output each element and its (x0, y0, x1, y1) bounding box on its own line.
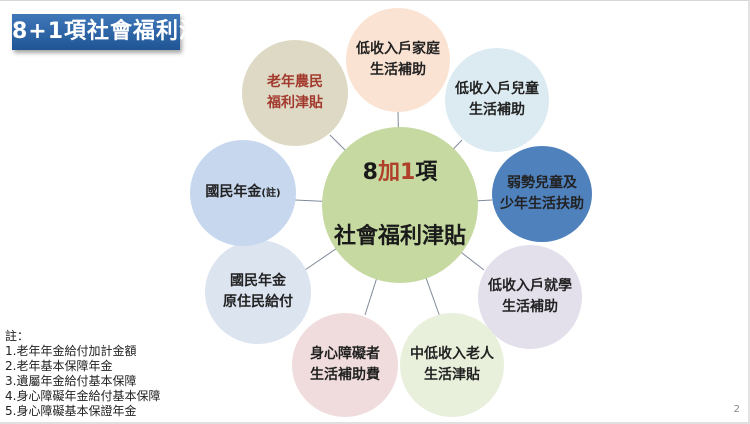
node-elderly-farmers: 老年農民 福利津貼 (242, 40, 348, 146)
node-disadvantaged-youth: 弱勢兒童及 少年生活扶助 (492, 146, 592, 242)
center-label-prefix: 8 (362, 160, 378, 185)
footnotes: 註： 1.老年年金給付加計金額 2.老年基本保障年金 3.遺屬年金給付基本保障 … (5, 329, 160, 419)
center-label: 8加1項 社會福利津貼 (334, 125, 466, 285)
node-label: 低收入戶兒童 生活補助 (455, 81, 539, 118)
node-label: 老年農民 福利津貼 (267, 74, 323, 111)
page-number: 2 (733, 404, 740, 415)
node-label-main: 國民年金 (205, 184, 262, 200)
node-national-pension-indigenous: 國民年金 原住民給付 (205, 240, 311, 344)
node-low-income-children: 低收入戶兒童 生活補助 (445, 48, 549, 152)
node-disability-living: 身心障礙者 生活補助費 (292, 313, 398, 417)
footnote-item: 3.遺屬年金給付基本保障 (5, 374, 137, 388)
center-label-line2: 社會福利津貼 (333, 224, 466, 249)
center-label-highlight: 加1 (377, 160, 416, 185)
node-label-note: (註) (261, 188, 281, 199)
node-label: 身心障礙者 生活補助費 (310, 346, 380, 383)
node-low-income-school: 低收入戶就學 生活補助 (478, 245, 582, 349)
node-national-pension: 國民年金(註) (190, 140, 296, 246)
center-label-suffix: 項 (415, 160, 438, 185)
node-label: 中低收入老人 生活津貼 (410, 346, 494, 383)
node-label: 弱勢兒童及 少年生活扶助 (500, 175, 584, 212)
footnote-item: 4.身心障礙年金給付基本保障 (5, 389, 161, 403)
node-label: 低收入戶家庭 生活補助 (356, 41, 440, 78)
node-low-income-family: 低收入戶家庭 生活補助 (346, 8, 450, 112)
footnote-item: 5.身心障礙基本保證年金 (5, 404, 137, 418)
center-node: 8加1項 社會福利津貼 (322, 127, 478, 283)
node-label: 國民年金(註) (205, 182, 280, 204)
node-mid-low-income-elderly: 中低收入老人 生活津貼 (400, 313, 504, 417)
footnote-item: 1.老年年金給付加計金額 (5, 344, 137, 358)
footnotes-heading: 註： (5, 329, 30, 343)
node-label: 低收入戶就學 生活補助 (488, 278, 572, 315)
node-label: 國民年金 原住民給付 (223, 273, 293, 310)
footnote-item: 2.老年基本保障年金 (5, 359, 113, 373)
